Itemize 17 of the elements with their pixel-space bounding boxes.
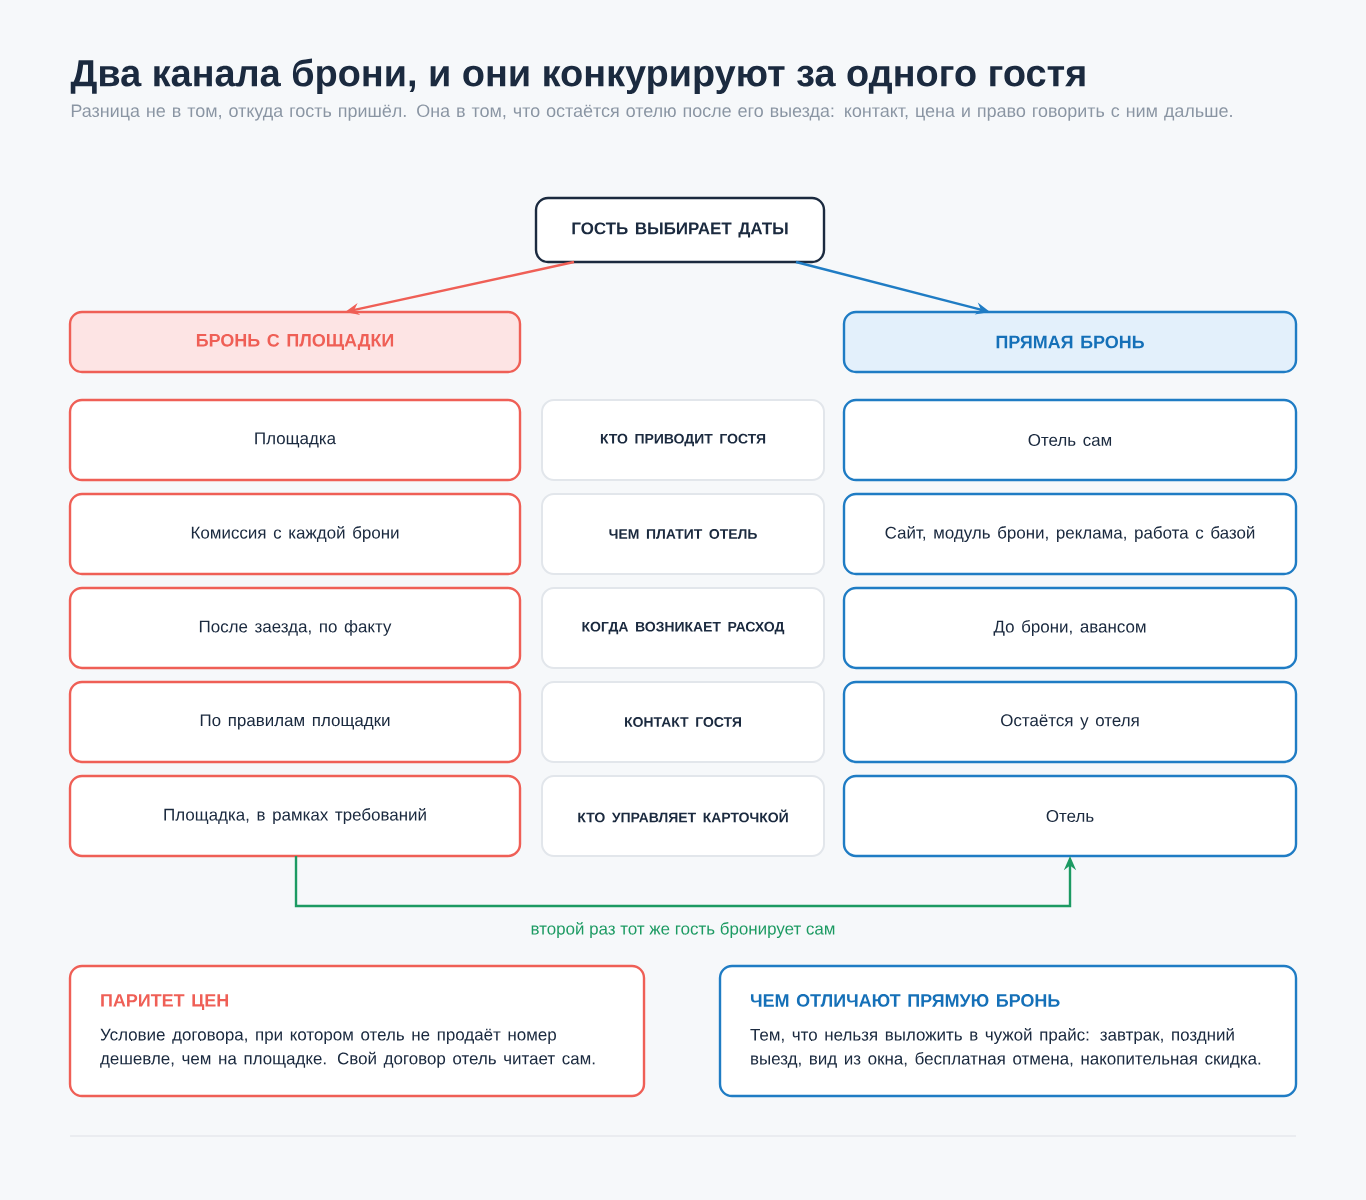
subtitle: Разница не в том, откуда гость пришёл. Она в том, что остаётся отелю после его выезда: контакт, цена и право говорить с ним дальше.: [71, 104, 1232, 121]
value-box: Комиссия с каждой брони: [68, 492, 522, 576]
column-header: БРОНЬ С ПЛОЩАДКИ: [68, 310, 522, 374]
value-box: Площадка: [68, 398, 522, 482]
value-box: По правилам площадки: [68, 680, 522, 764]
value-box: Сайт, модуль брони, реклама, работа с базой: [842, 492, 1298, 576]
note-box: ЧЕМ ОТЛИЧАЮТ ПРЯМУЮ БРОНЬ Тем, что нельзя выложить в чужой прайс: завтрак, поздний выезд, вид из окна, бесплатная отмена, накопительная скидка.: [718, 964, 1298, 1098]
value-box: Отель сам: [842, 398, 1298, 482]
value-box: Остаётся у отеля: [842, 680, 1298, 764]
column-header: ПРЯМАЯ БРОНЬ: [842, 310, 1298, 374]
value-box: Площадка, в рамках требований: [68, 774, 522, 858]
note-box: ПАРИТЕТ ЦЕН Условие договора, при котором отель не продаёт номер дешевле, чем на площадке. Свой договор отель читает сам.: [68, 964, 646, 1098]
value-box: Отель: [842, 774, 1298, 858]
step-box: ГОСТЬ ВЫБИРАЕТ ДАТЫ: [534, 196, 826, 264]
value-box: После заезда, по факту: [68, 586, 522, 670]
value-box: До брони, авансом: [842, 586, 1298, 670]
title: Два канала брони, и они конкурируют за одного гостя: [70, 58, 1085, 94]
